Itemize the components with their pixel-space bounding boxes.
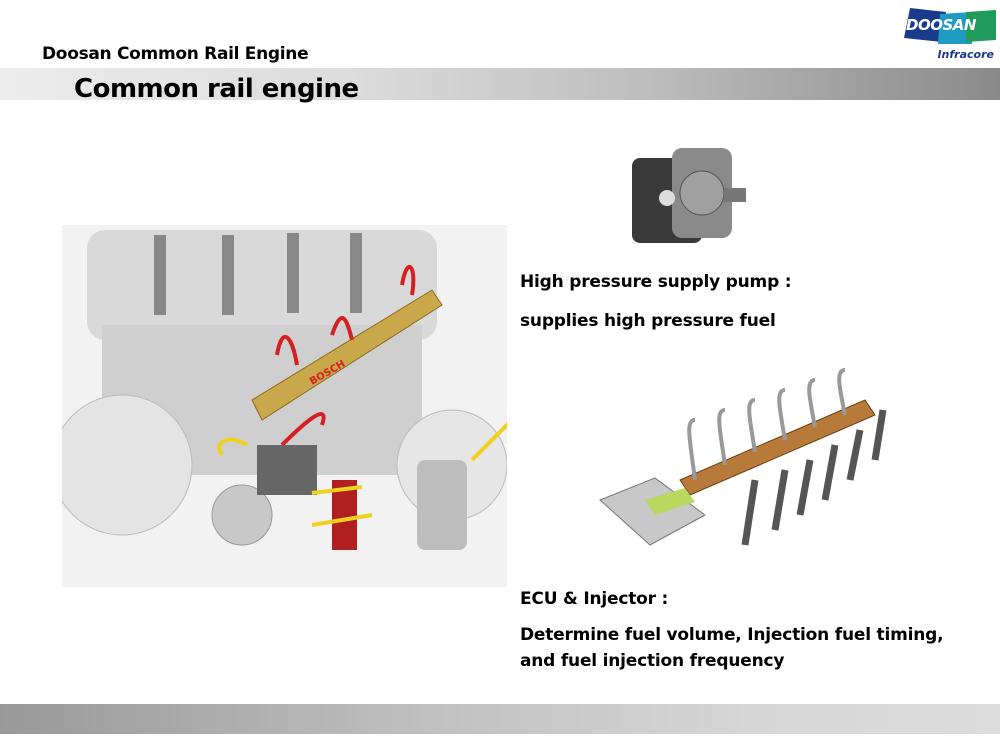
slide-title: Common rail engine <box>74 74 359 104</box>
engine-illustration: BOSCH <box>51 225 514 587</box>
ecu-injector-image <box>595 360 895 560</box>
title-band <box>0 68 1000 100</box>
logo-brand: DOOSAN <box>906 16 976 34</box>
logo-icon <box>904 8 996 44</box>
pump-heading: High pressure supply pump : <box>520 272 792 292</box>
high-pressure-pump-image <box>612 138 747 256</box>
doosan-infracore-logo: DOOSAN Infracore <box>902 6 998 64</box>
ecu-injector-description-line1: Determine fuel volume, Injection fuel ti… <box>520 625 944 645</box>
ecu-injector-heading: ECU & Injector : <box>520 589 669 609</box>
footer-band <box>0 704 1000 734</box>
logo-division: Infracore <box>937 48 994 61</box>
ecu-injector-description-line2: and fuel injection frequency <box>520 651 785 671</box>
pump-description: supplies high pressure fuel <box>520 311 776 331</box>
slide-subtitle: Doosan Common Rail Engine <box>42 44 309 64</box>
